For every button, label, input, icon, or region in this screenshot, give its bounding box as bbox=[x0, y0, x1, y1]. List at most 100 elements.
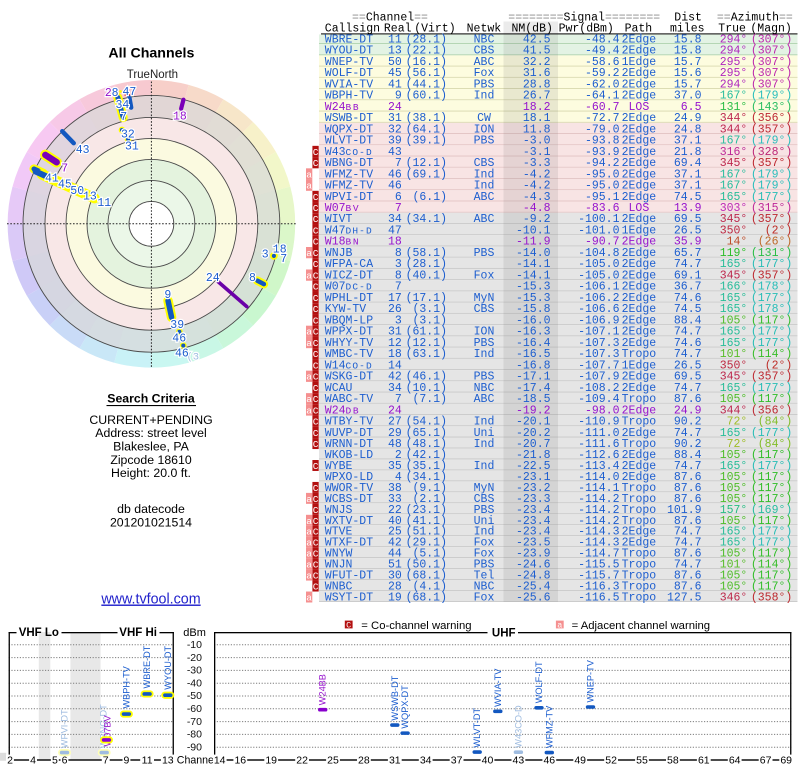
svg-text:WNJB: WNJB bbox=[325, 247, 353, 260]
svg-text:-94.2: -94.2 bbox=[585, 157, 620, 170]
svg-text:105°: 105° bbox=[720, 515, 748, 528]
svg-text:Address: street level: Address: street level bbox=[95, 426, 206, 440]
svg-text:2Edge: 2Edge bbox=[622, 33, 657, 46]
svg-text:-59.2: -59.2 bbox=[585, 67, 620, 80]
svg-text:Tropo: Tropo bbox=[622, 482, 657, 495]
svg-text:(315°): (315°) bbox=[751, 202, 792, 215]
svg-text:-23.4: -23.4 bbox=[516, 515, 551, 528]
svg-text:6: 6 bbox=[395, 191, 402, 204]
svg-text:46: 46 bbox=[175, 348, 189, 361]
svg-text:-20.2: -20.2 bbox=[516, 427, 551, 440]
svg-text:26.5: 26.5 bbox=[674, 224, 702, 237]
svg-text:8: 8 bbox=[112, 87, 119, 100]
svg-text:(69.1): (69.1) bbox=[406, 168, 447, 181]
svg-text:47: 47 bbox=[388, 224, 402, 237]
svg-text:a: a bbox=[306, 169, 312, 180]
svg-text:90.2: 90.2 bbox=[674, 438, 702, 451]
svg-text:90.2: 90.2 bbox=[674, 416, 702, 429]
svg-text:a: a bbox=[306, 538, 312, 549]
svg-text:WBPH-TV: WBPH-TV bbox=[121, 665, 131, 708]
svg-text:45: 45 bbox=[58, 179, 72, 192]
svg-text:2Edge: 2Edge bbox=[622, 404, 657, 417]
svg-text:-10: -10 bbox=[187, 639, 202, 651]
svg-text:25: 25 bbox=[388, 526, 402, 539]
svg-text:105°: 105° bbox=[720, 471, 748, 484]
svg-text:(143°): (143°) bbox=[751, 101, 792, 114]
svg-text:2Edge: 2Edge bbox=[622, 537, 657, 550]
svg-text:(28.1): (28.1) bbox=[406, 33, 447, 46]
svg-text:14: 14 bbox=[214, 754, 226, 766]
svg-text:2Edge: 2Edge bbox=[622, 292, 657, 305]
svg-text:165°: 165° bbox=[720, 526, 748, 539]
svg-text:C: C bbox=[313, 505, 319, 516]
svg-text:Zipcode 18610: Zipcode 18610 bbox=[110, 453, 192, 467]
svg-text:72°: 72° bbox=[727, 416, 748, 429]
svg-text:-23.4: -23.4 bbox=[516, 526, 551, 539]
svg-text:VHF Hi: VHF Hi bbox=[119, 627, 157, 639]
svg-text:-49.4: -49.4 bbox=[585, 45, 620, 58]
svg-text:Tropo: Tropo bbox=[622, 416, 657, 429]
svg-text:18: 18 bbox=[388, 236, 402, 249]
svg-text:C: C bbox=[313, 214, 319, 225]
svg-text:C: C bbox=[313, 293, 319, 304]
svg-text:(61.1): (61.1) bbox=[406, 326, 447, 339]
svg-text:2Edge: 2Edge bbox=[622, 123, 657, 136]
svg-text:a: a bbox=[306, 560, 312, 571]
svg-text:-60.7: -60.7 bbox=[585, 101, 620, 114]
svg-text:WNEP-TV: WNEP-TV bbox=[325, 56, 373, 69]
svg-text:CO-D: CO-D bbox=[346, 147, 372, 158]
svg-text:-14.1: -14.1 bbox=[516, 258, 551, 271]
svg-text:WPVI-DT: WPVI-DT bbox=[325, 191, 373, 204]
svg-text:24.9: 24.9 bbox=[674, 112, 702, 125]
svg-text:-58.6: -58.6 bbox=[585, 56, 620, 69]
svg-text:C: C bbox=[346, 620, 351, 630]
svg-text:(29.1): (29.1) bbox=[406, 537, 447, 550]
svg-text:Height: 20.0 ft.: Height: 20.0 ft. bbox=[111, 466, 191, 480]
svg-text:6: 6 bbox=[62, 754, 68, 766]
svg-text:127.5: 127.5 bbox=[667, 591, 702, 604]
svg-text:87.6: 87.6 bbox=[674, 548, 702, 561]
svg-text:2Edge: 2Edge bbox=[622, 168, 657, 181]
svg-text:105°: 105° bbox=[720, 570, 748, 583]
svg-text:74.7: 74.7 bbox=[674, 526, 702, 539]
svg-text:(3.1): (3.1) bbox=[412, 303, 447, 316]
svg-text:C: C bbox=[313, 527, 319, 538]
svg-text:8: 8 bbox=[395, 269, 402, 282]
svg-text:-107.9: -107.9 bbox=[578, 371, 620, 384]
svg-text:-19.2: -19.2 bbox=[516, 404, 551, 417]
svg-text:DC-D: DC-D bbox=[346, 282, 372, 293]
svg-text:344°: 344° bbox=[720, 404, 748, 417]
svg-text:31: 31 bbox=[388, 112, 402, 125]
svg-text:46: 46 bbox=[543, 754, 555, 766]
svg-text:15.8: 15.8 bbox=[674, 45, 702, 58]
svg-text:-95.1: -95.1 bbox=[585, 191, 620, 204]
svg-text:69.5: 69.5 bbox=[674, 371, 702, 384]
svg-text:(68.1): (68.1) bbox=[406, 570, 447, 583]
svg-text:-114.2: -114.2 bbox=[578, 504, 620, 517]
svg-text:74.7: 74.7 bbox=[674, 326, 702, 339]
svg-text:CW: CW bbox=[477, 112, 491, 125]
svg-text:True: True bbox=[718, 22, 746, 35]
svg-text:9: 9 bbox=[123, 754, 129, 766]
svg-text:(357°): (357°) bbox=[751, 371, 792, 384]
svg-text:294°: 294° bbox=[720, 78, 748, 91]
svg-text:PBS: PBS bbox=[474, 247, 495, 260]
svg-text:44: 44 bbox=[388, 548, 402, 561]
svg-text:W24BB: W24BB bbox=[318, 674, 328, 705]
svg-text:(177°): (177°) bbox=[751, 292, 792, 305]
svg-text:35: 35 bbox=[388, 460, 402, 473]
svg-text:MyN: MyN bbox=[474, 292, 495, 305]
svg-text:(357°): (357°) bbox=[751, 157, 792, 170]
svg-text:(34.1): (34.1) bbox=[406, 471, 447, 484]
svg-text:40: 40 bbox=[388, 515, 402, 528]
svg-text:41: 41 bbox=[388, 78, 402, 91]
svg-text:-93.8: -93.8 bbox=[585, 135, 620, 148]
svg-text:C: C bbox=[313, 282, 319, 293]
svg-text:WWOR-TV: WWOR-TV bbox=[325, 482, 373, 495]
svg-text:2Edge: 2Edge bbox=[622, 427, 657, 440]
svg-text:-72.7: -72.7 bbox=[585, 112, 620, 125]
svg-text:31: 31 bbox=[388, 326, 402, 339]
svg-text:41: 41 bbox=[45, 172, 59, 185]
svg-text:8: 8 bbox=[395, 247, 402, 260]
svg-text:a: a bbox=[306, 527, 312, 538]
